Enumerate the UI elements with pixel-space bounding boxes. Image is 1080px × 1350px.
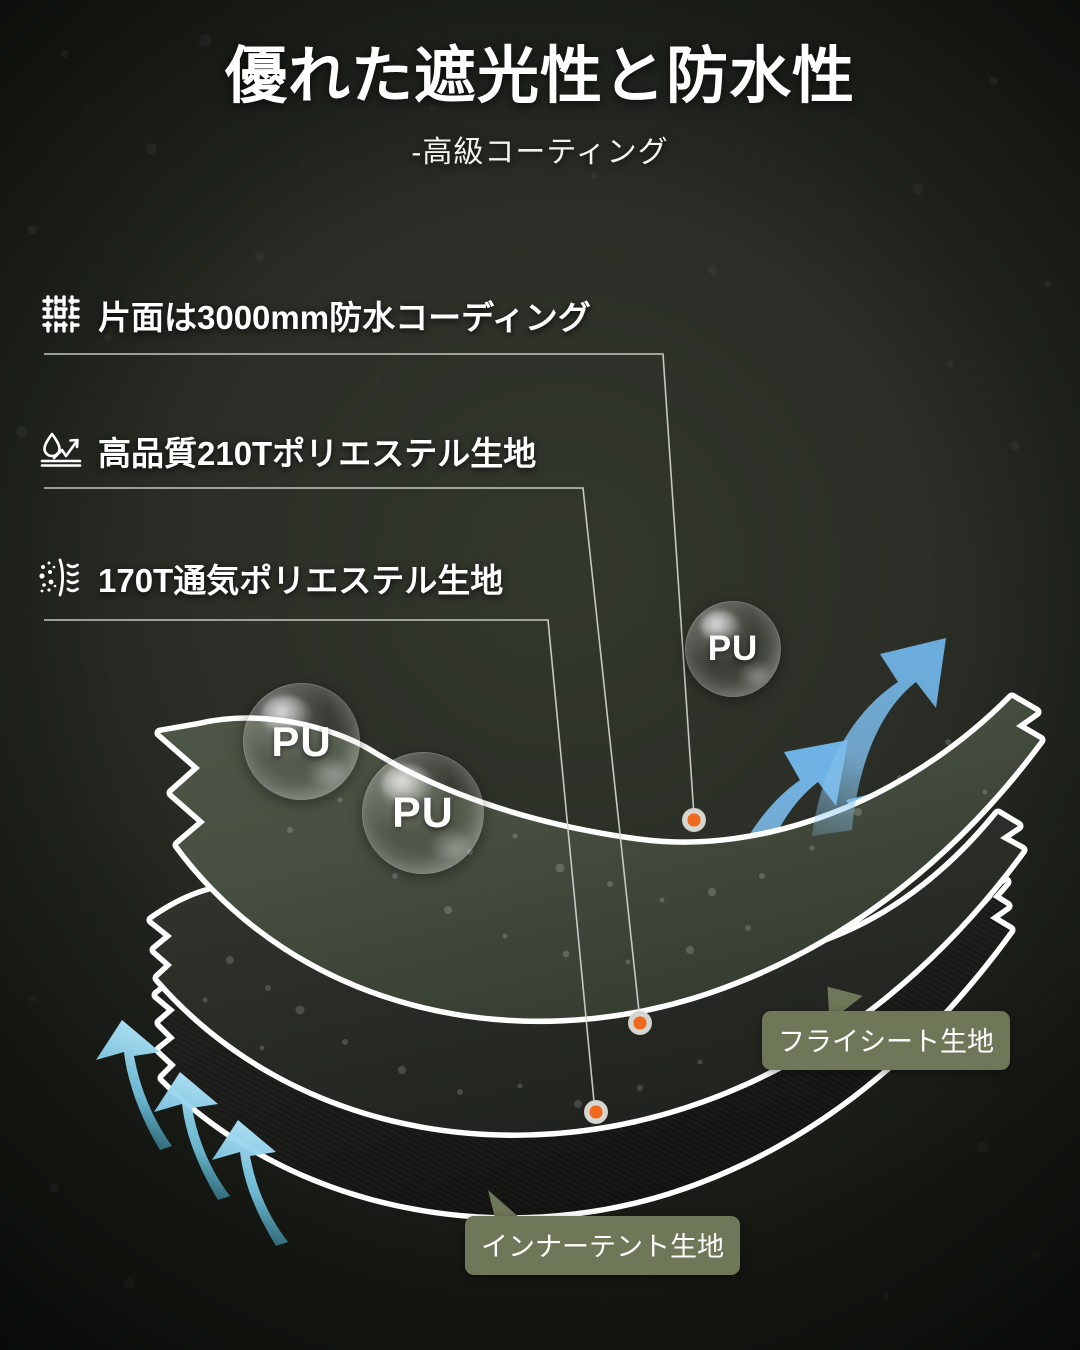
airflow-arrow <box>812 638 946 836</box>
feature-label: 170T通気ポリエステル生地 <box>98 562 504 599</box>
page-title: 優れた遮光性と防水性 <box>224 42 855 111</box>
breathability-arrows-left <box>96 1020 288 1246</box>
feature-row-210t-polyester: 高品質210Tポリエステル生地 <box>38 427 536 475</box>
fabric-weave-icon <box>38 292 84 338</box>
breathability-arrows-front <box>812 638 946 836</box>
marker-dot <box>584 1100 608 1124</box>
marker-dot <box>628 1011 652 1035</box>
pu-coating-bubble: PU <box>243 683 360 800</box>
callout-badge-flysheet: フライシート生地 <box>762 1011 1010 1070</box>
page-subtitle: -高級コーティング <box>411 136 669 170</box>
leader-line-waterproof <box>44 353 695 817</box>
feature-row-waterproof-coating: 片面は3000mm防水コーディング <box>38 291 591 339</box>
feature-row-170t-breathable: 170T通気ポリエステル生地 <box>38 554 503 602</box>
leader-line-170t <box>44 619 596 1113</box>
callout-badge-inner-tent: インナーテント生地 <box>465 1216 740 1275</box>
pu-bubble-label: PU <box>392 788 454 837</box>
feature-label: 高品質210Tポリエステル生地 <box>98 435 537 472</box>
leader-line-210t <box>44 487 641 1022</box>
middle-layer-droplets <box>202 956 703 1108</box>
airflow-arrow <box>154 1072 230 1200</box>
flysheet-droplets <box>287 739 988 965</box>
breathability-airflow-icon <box>38 555 84 601</box>
airflow-arrow <box>96 1020 172 1150</box>
feature-label: 片面は3000mm防水コーディング <box>98 299 591 336</box>
water-repellent-droplet-icon <box>38 428 84 474</box>
inner-tent-badge-pointer <box>488 1190 520 1222</box>
marker-dot <box>682 808 706 832</box>
marker-dots <box>584 808 706 1124</box>
pu-coating-bubble: PU <box>362 752 484 874</box>
airflow-arrow <box>212 1120 288 1246</box>
pu-bubble-label: PU <box>271 717 332 765</box>
leader-lines <box>44 353 695 1113</box>
header: 優れた遮光性と防水性 -高級コーティング <box>0 0 1080 171</box>
pu-bubble-label: PU <box>707 629 759 668</box>
pu-coating-bubble: PU <box>685 601 781 697</box>
